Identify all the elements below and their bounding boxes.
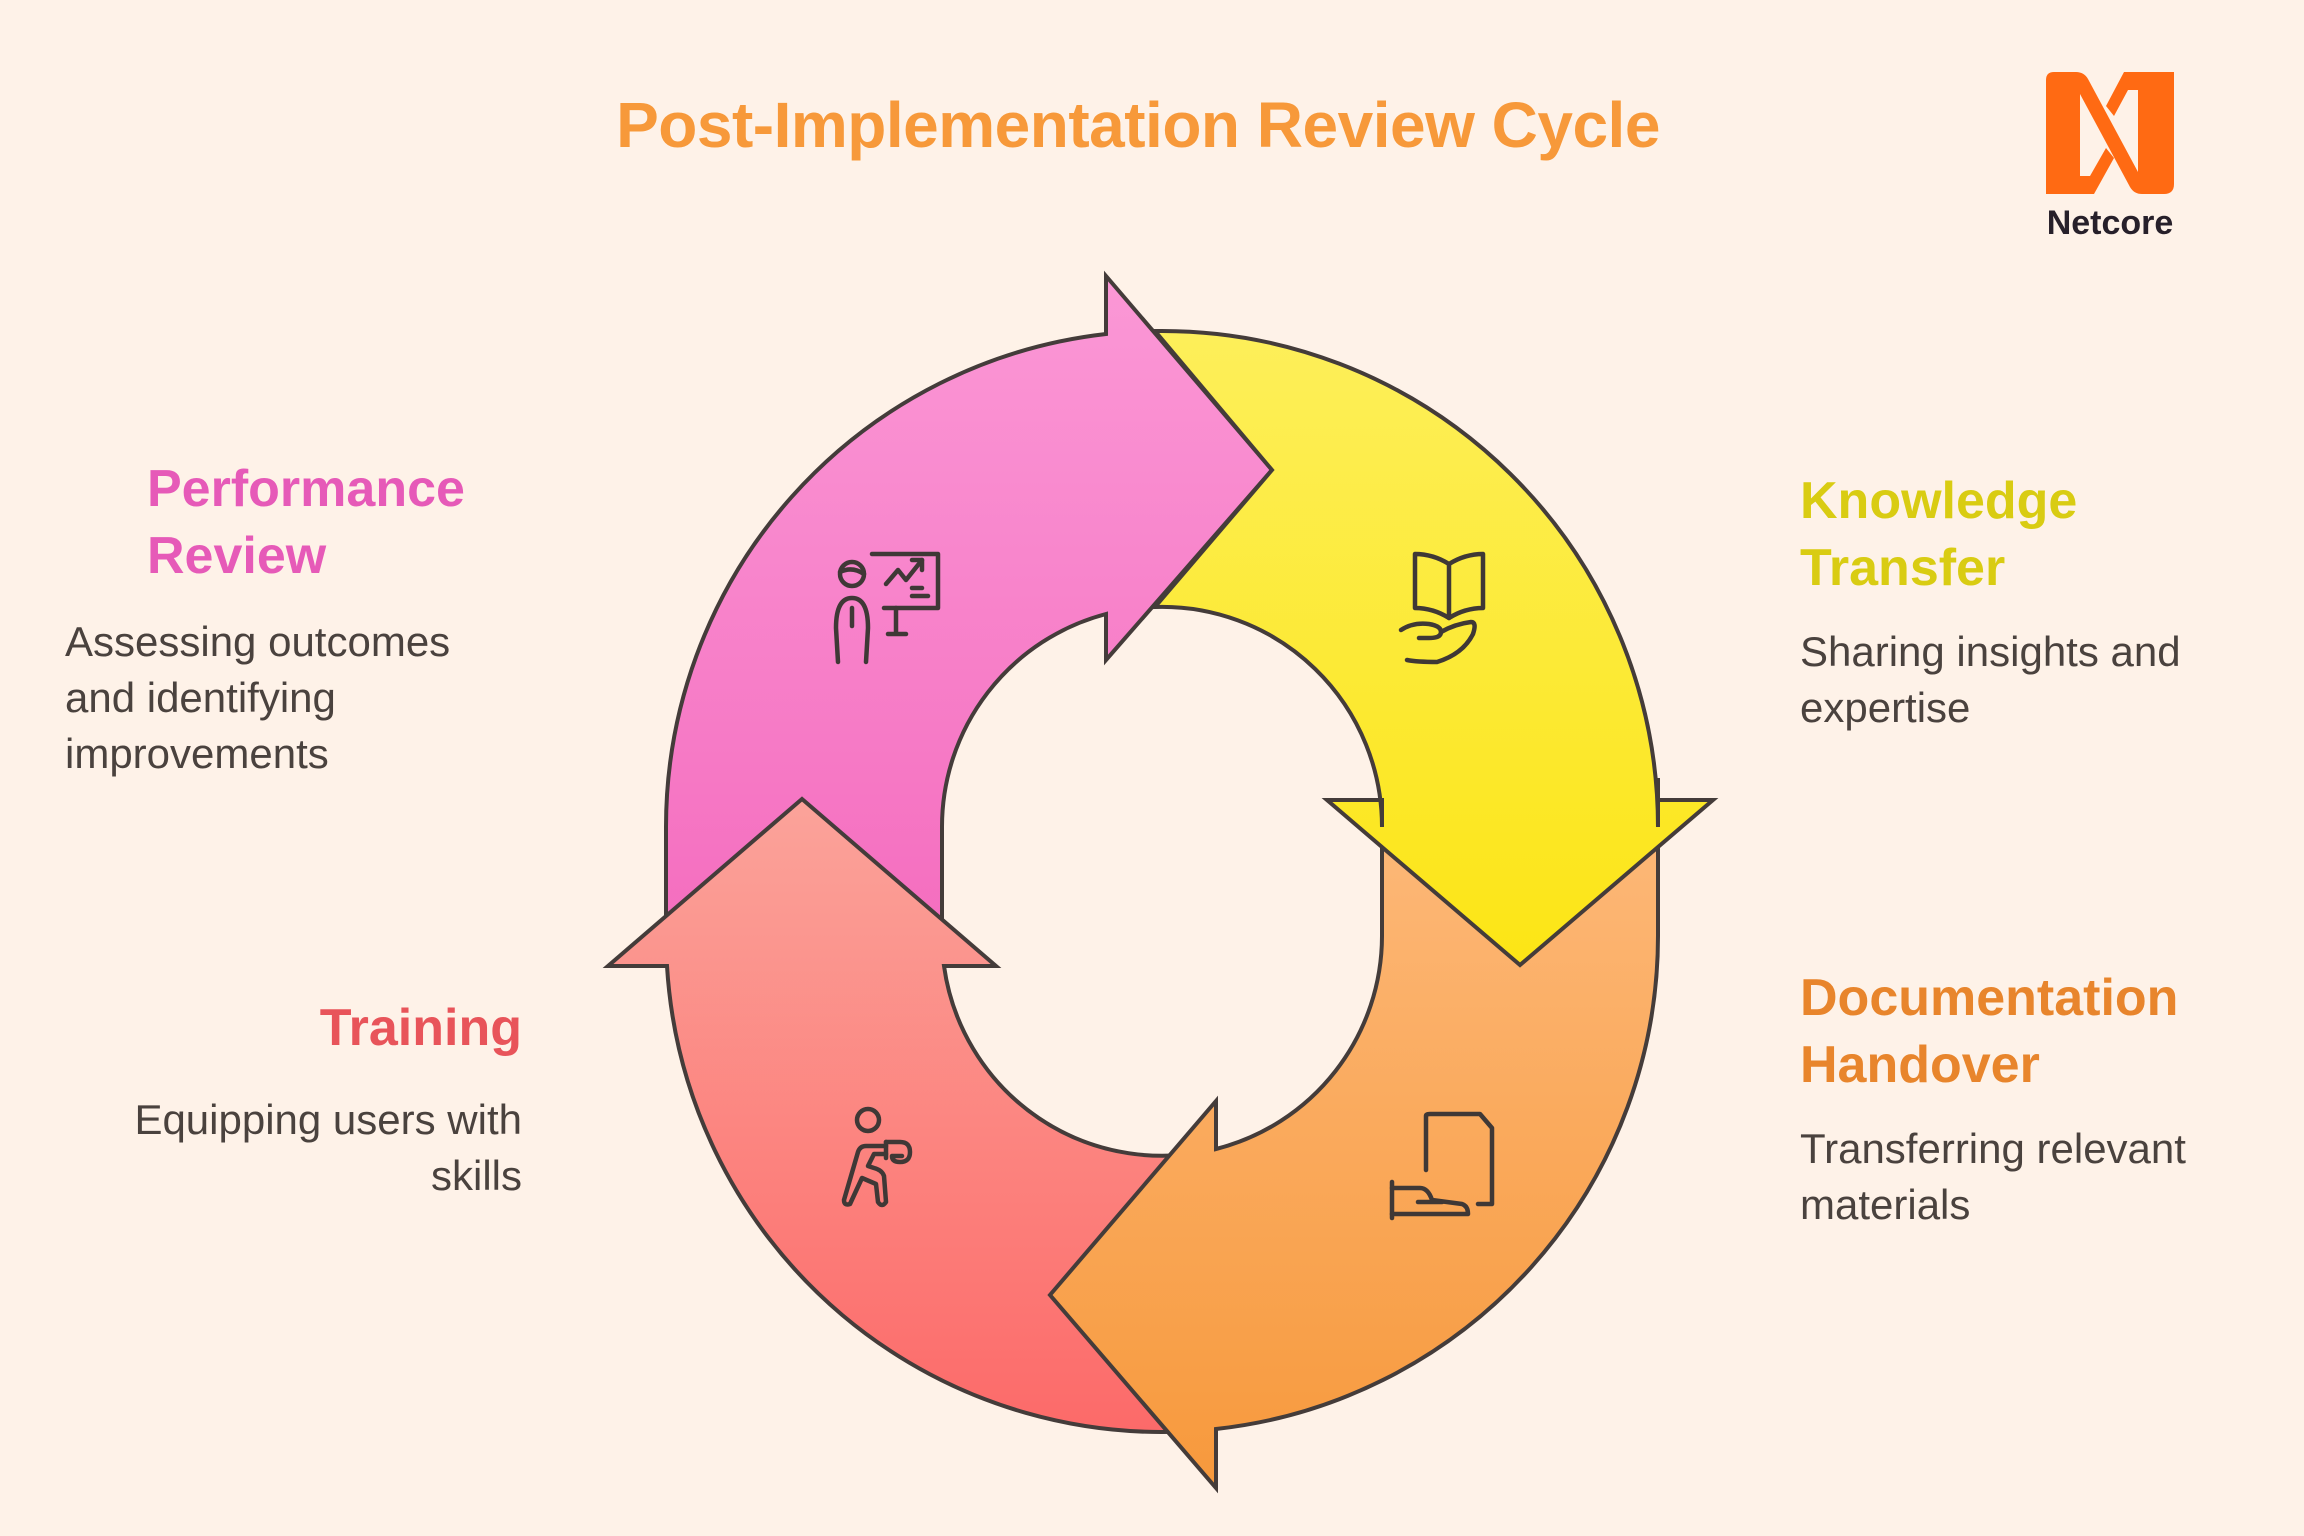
netcore-logo: Netcore — [2030, 68, 2190, 248]
stage-documentation-handover: Documentation Handover Transferring rele… — [1800, 965, 2260, 1233]
document-handover-icon — [1389, 1111, 1495, 1221]
stage-training: Training Equipping users with skills — [40, 995, 522, 1204]
book-in-hand-icon — [1398, 551, 1486, 665]
stage-title: Documentation Handover — [1800, 969, 2179, 1094]
stage-performance-review: Performance Review Assessing outcomes an… — [65, 456, 535, 782]
stage-description: Equipping users with skills — [134, 1096, 522, 1199]
documentation-handover-arrow — [1047, 778, 1660, 1494]
training-arrow — [602, 796, 1218, 1434]
netcore-n-logo-icon — [2046, 72, 2174, 194]
stage-title: Knowledge Transfer — [1800, 472, 2078, 597]
stage-description: Transferring relevant materials — [1800, 1125, 2186, 1228]
knowledge-transfer-arrow — [1150, 328, 1719, 968]
logo-wordmark: Netcore — [2046, 204, 2174, 242]
training-exercise-icon — [841, 1106, 913, 1208]
performance-review-arrow — [664, 270, 1275, 962]
presenter-chart-icon — [833, 551, 941, 665]
stage-knowledge-transfer: Knowledge Transfer Sharing insights and … — [1800, 468, 2260, 736]
diagram-title: Post-Implementation Review Cycle — [616, 89, 1660, 161]
stage-description: Assessing outcomes and identifying impro… — [65, 618, 451, 777]
stage-title: Training — [319, 999, 522, 1057]
stage-description: Sharing insights and expertise — [1800, 628, 2181, 731]
stage-title: Performance Review — [147, 460, 465, 585]
